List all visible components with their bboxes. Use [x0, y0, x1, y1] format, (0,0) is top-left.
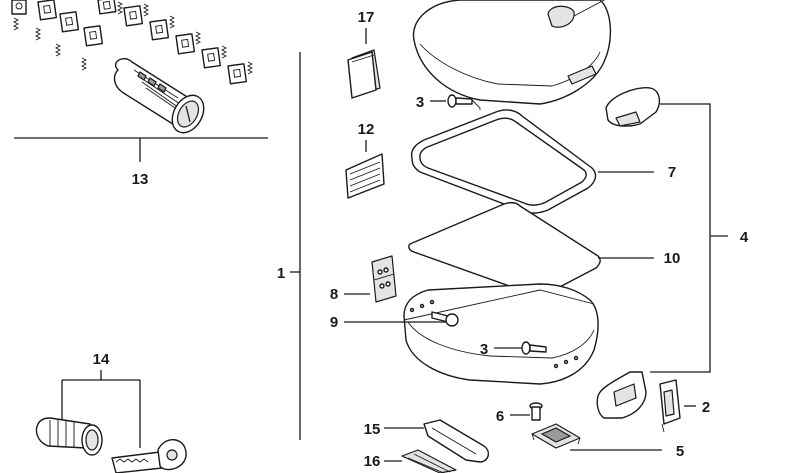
- key-blank: [59, 11, 80, 33]
- callout-10: 10: [664, 250, 681, 267]
- key-blank: [123, 5, 144, 27]
- key-blank: [149, 19, 170, 41]
- callout-16: 16: [364, 453, 381, 470]
- bracket-4: [650, 103, 711, 373]
- inner-mat: [408, 201, 601, 296]
- top-case-base: [403, 283, 599, 385]
- hinge: [371, 255, 397, 303]
- callout-7: 7: [668, 164, 676, 181]
- callout-3-lower: 3: [480, 341, 488, 358]
- leader-3-top-tail: [471, 99, 481, 110]
- callout-4: 4: [740, 229, 749, 246]
- callout-15: 15: [364, 421, 381, 438]
- bolt: [431, 311, 459, 327]
- callout-8: 8: [330, 286, 338, 303]
- owner-booklet: [347, 49, 381, 99]
- instruction-label: [345, 153, 385, 199]
- lid-gasket: [410, 109, 597, 214]
- key-blank: [201, 47, 222, 69]
- key-blank: [227, 63, 248, 85]
- key-blank: [37, 0, 58, 21]
- grab-handle-top: [605, 87, 661, 127]
- trim-strip-upper: [423, 419, 490, 463]
- callout-9: 9: [330, 314, 338, 331]
- small-bolt: [529, 402, 543, 421]
- callout-12: 12: [358, 121, 375, 138]
- key-blank: [83, 25, 104, 47]
- lock-cylinder: [113, 58, 205, 134]
- grab-handle-bottom: [596, 371, 647, 419]
- key-blank: [11, 0, 27, 15]
- callout-17: 17: [358, 9, 375, 26]
- top-case-lid: [412, 0, 612, 105]
- callout-14: 14: [93, 351, 110, 368]
- spring-set: [12, 1, 254, 75]
- lock-barrel: [35, 417, 103, 456]
- latch-plate: [531, 423, 581, 449]
- latch-clip: [659, 379, 681, 433]
- key-blank-set: [11, 0, 254, 134]
- callout-3-top: 3: [416, 94, 424, 111]
- screw-lower: [521, 341, 547, 355]
- callout-2: 2: [702, 399, 710, 416]
- screw-top: [447, 94, 473, 108]
- callout-1: 1: [277, 265, 285, 282]
- trim-strip-lower: [401, 449, 457, 473]
- key-blank: [97, 0, 117, 15]
- key: [111, 439, 187, 473]
- key-blank: [175, 33, 196, 55]
- callout-6: 6: [496, 408, 504, 425]
- callout-5: 5: [676, 443, 684, 460]
- callout-13: 13: [132, 171, 149, 188]
- bracket-14: [61, 379, 141, 448]
